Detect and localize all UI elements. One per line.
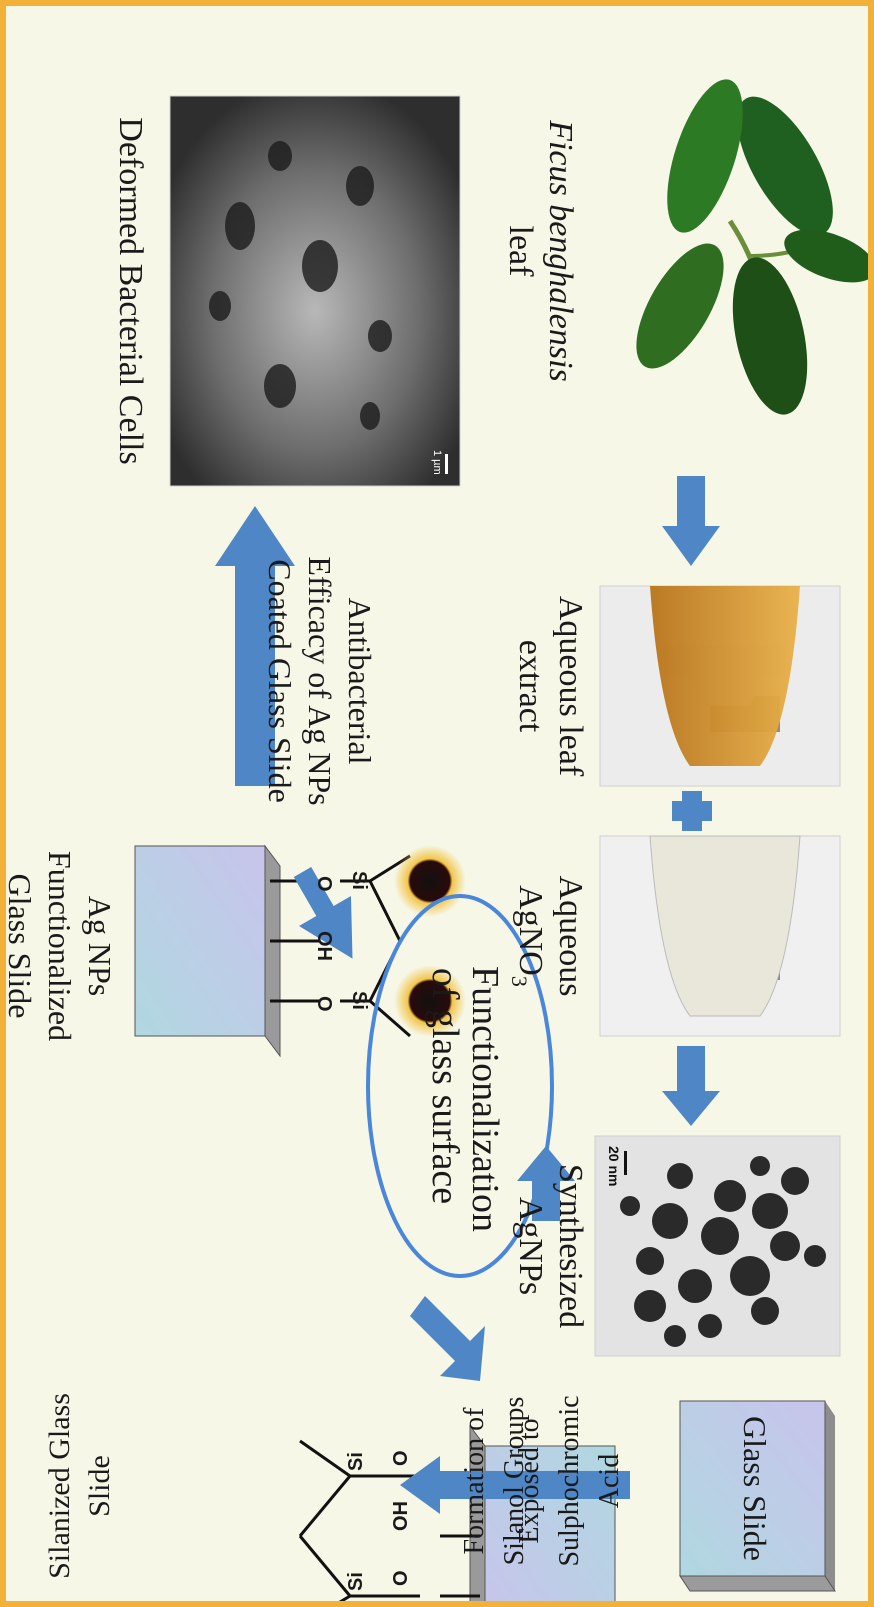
functionalization-label: Functionalization of glass surface bbox=[425, 966, 505, 1206]
plus-icon bbox=[672, 791, 712, 831]
ag-si-label-1: Si bbox=[347, 871, 370, 890]
leaf-extract-flask bbox=[600, 586, 840, 786]
agno3-subscript: 3 bbox=[507, 976, 532, 987]
ag-functionalized-label: Ag NPs Functionalized Glass Slide bbox=[0, 826, 120, 1066]
ag-slide-chemistry: Si Si OH O O bbox=[300, 846, 380, 1046]
sem-image bbox=[170, 96, 460, 486]
o-label-2: O bbox=[390, 1450, 413, 1466]
silanized-chemistry: Si Si OH O O bbox=[335, 1401, 425, 1607]
si-label-2: Si bbox=[345, 1452, 368, 1471]
leaf-label: Ficus benghalensis leaf bbox=[500, 111, 580, 391]
sem-scale-label: 1 µm bbox=[431, 450, 443, 475]
ag-o-label-1: O bbox=[312, 876, 335, 892]
formation-label: Formation of Silanol Groups bbox=[455, 1386, 535, 1576]
antibacterial-label: Antibacterial Efficacy of Ag NPs Coated … bbox=[260, 551, 380, 811]
agno3-flask bbox=[600, 836, 840, 1036]
leaf-species-name: Ficus benghalensis bbox=[542, 120, 579, 382]
agno3-formula: AgNO bbox=[512, 885, 549, 976]
silanized-label: Silanized Glass Slide bbox=[40, 1386, 120, 1586]
ag-o-label-2: O bbox=[312, 996, 335, 1012]
arrow-to-agnps bbox=[662, 1046, 720, 1126]
arrow-leaf-to-extract bbox=[662, 476, 720, 566]
leaf-extract-label: Aqueous leaf extract bbox=[510, 586, 590, 786]
tem-scale-label: 20 nm bbox=[606, 1146, 622, 1186]
tem-image bbox=[595, 1136, 840, 1356]
ag-si-label-2: Si bbox=[347, 991, 370, 1010]
leaf-suffix: leaf bbox=[502, 226, 539, 277]
rotated-diagram-canvas: Ficus benghalensis leaf Aqueous leaf ext… bbox=[6, 6, 874, 1607]
oh-label: OH bbox=[390, 1501, 413, 1531]
deformed-cells-label: Deformed Bacterial Cells bbox=[110, 106, 150, 476]
agno3-label: Aqueous AgNO3 bbox=[499, 836, 590, 1036]
agnps-label: Synthesized AgNPs bbox=[510, 1126, 590, 1366]
agno3-label-line1: Aqueous bbox=[552, 876, 589, 997]
glass-slide-label: Glass Slide bbox=[735, 1401, 775, 1576]
leaf-illustration bbox=[619, 71, 874, 422]
o-label-1: O bbox=[390, 1570, 413, 1586]
ag-oh-label: OH bbox=[312, 931, 335, 961]
si-label-1: Si bbox=[345, 1572, 368, 1591]
arrow-silanized-to-oval bbox=[410, 1296, 485, 1381]
